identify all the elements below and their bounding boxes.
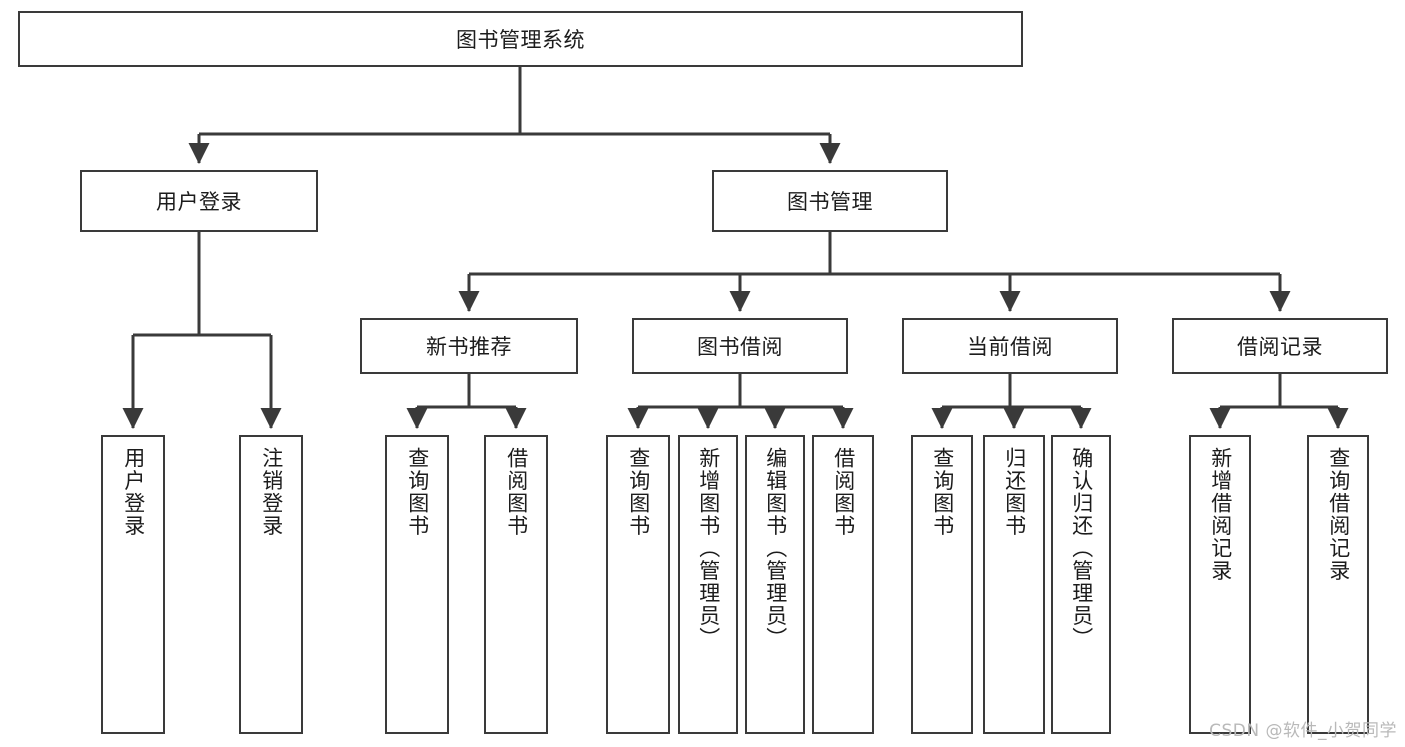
- leaf-borrow-book-label: 借阅图书: [831, 447, 856, 537]
- node-current-borrow[interactable]: 当前借阅: [902, 318, 1118, 374]
- leaf-add-borrow-record-label: 新增借阅记录: [1208, 447, 1233, 582]
- leaf-borrow-book[interactable]: 借阅图书: [812, 435, 874, 734]
- leaf-user-login[interactable]: 用户登录: [101, 435, 165, 734]
- leaf-query-borrow-record-label: 查询借阅记录: [1326, 447, 1351, 582]
- node-current-borrow-label: 当前借阅: [967, 335, 1053, 359]
- leaf-confirm-return-admin[interactable]: 确认归还（管理员）: [1051, 435, 1111, 734]
- node-new-book-recommend[interactable]: 新书推荐: [360, 318, 578, 374]
- leaf-edit-book-admin[interactable]: 编辑图书（管理员）: [745, 435, 805, 734]
- node-root-system[interactable]: 图书管理系统: [18, 11, 1023, 67]
- leaf-add-book-admin-label: 新增图书（管理员）: [696, 447, 721, 650]
- node-user-login[interactable]: 用户登录: [80, 170, 318, 232]
- leaf-add-book-admin[interactable]: 新增图书（管理员）: [678, 435, 738, 734]
- leaf-edit-book-admin-label: 编辑图书（管理员）: [763, 447, 788, 650]
- node-book-borrow-label: 图书借阅: [697, 335, 783, 359]
- leaf-borrow-book-newbook[interactable]: 借阅图书: [484, 435, 548, 734]
- node-user-login-label: 用户登录: [156, 190, 242, 214]
- leaf-query-book-newbook[interactable]: 查询图书: [385, 435, 449, 734]
- node-book-management-label: 图书管理: [787, 190, 873, 214]
- leaf-return-book-label: 归还图书: [1002, 447, 1027, 537]
- leaf-logout-label: 注销登录: [259, 447, 284, 537]
- leaf-query-book-newbook-label: 查询图书: [405, 447, 430, 537]
- node-root-label: 图书管理系统: [456, 28, 585, 52]
- node-book-management[interactable]: 图书管理: [712, 170, 948, 232]
- leaf-query-book-borrow-label: 查询图书: [626, 447, 651, 537]
- leaf-query-book-current-label: 查询图书: [930, 447, 955, 537]
- leaf-return-book[interactable]: 归还图书: [983, 435, 1045, 734]
- leaf-query-book-borrow[interactable]: 查询图书: [606, 435, 670, 734]
- node-borrow-record[interactable]: 借阅记录: [1172, 318, 1388, 374]
- leaf-query-borrow-record[interactable]: 查询借阅记录: [1307, 435, 1369, 734]
- leaf-add-borrow-record[interactable]: 新增借阅记录: [1189, 435, 1251, 734]
- leaf-borrow-book-newbook-label: 借阅图书: [504, 447, 529, 537]
- leaf-logout[interactable]: 注销登录: [239, 435, 303, 734]
- node-borrow-record-label: 借阅记录: [1237, 335, 1323, 359]
- node-new-book-recommend-label: 新书推荐: [426, 335, 512, 359]
- leaf-confirm-return-admin-label: 确认归还（管理员）: [1069, 447, 1094, 650]
- node-book-borrow[interactable]: 图书借阅: [632, 318, 848, 374]
- leaf-query-book-current[interactable]: 查询图书: [911, 435, 973, 734]
- leaf-user-login-label: 用户登录: [121, 447, 146, 537]
- watermark-text: CSDN @软件_小贺同学: [1209, 721, 1397, 741]
